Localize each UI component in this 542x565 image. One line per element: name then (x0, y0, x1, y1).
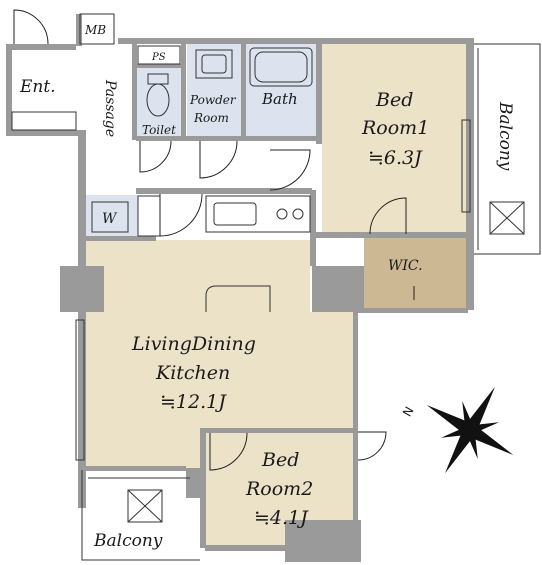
wall-wic-bottom (355, 308, 468, 313)
toilet-door[interactable] (139, 140, 172, 173)
washer-box (91, 201, 129, 233)
powder-sink (195, 49, 233, 79)
toilet-floor (136, 66, 182, 140)
wall-bath-left (241, 44, 246, 140)
label-powder-1: Powder (189, 93, 237, 107)
label-balcony-right: Balcony (495, 101, 515, 171)
wall-wet-bottom (136, 136, 322, 141)
wall-left (78, 130, 86, 508)
label-balcony-bottom: Balcony (93, 531, 163, 551)
label-bed1-2: Room1 (361, 117, 429, 139)
label-ldk-1: LivingDining (131, 333, 256, 355)
wall-ps-bottom (136, 64, 182, 68)
wall-toilet-right (181, 44, 186, 140)
window-bed1 (461, 119, 471, 213)
pillar-bottom-right (285, 520, 361, 562)
drain-right-x2 (489, 201, 525, 235)
balcony-right-outline (474, 43, 541, 255)
wic-door[interactable] (369, 197, 407, 235)
wall-entry-left (6, 50, 12, 134)
drain-bottom (127, 489, 163, 523)
labels: MB Ent. Shoes Box Passage PS Toilet Powd… (18, 23, 515, 551)
label-bath: Bath (261, 90, 298, 108)
bed2-balcony-door[interactable] (357, 431, 387, 461)
wall-bed1-left (316, 44, 322, 144)
drain-bottom-x2 (127, 489, 163, 523)
wall-bed2-bottom (205, 545, 287, 551)
wall-wic-top (314, 232, 468, 238)
wic-floor (364, 236, 466, 310)
stove-burner-1 (276, 208, 288, 220)
stove-burner-2 (292, 208, 304, 220)
fridge (137, 195, 161, 237)
balcony-bottom-outline (81, 470, 200, 561)
label-powder-2: Room (193, 111, 229, 125)
bathtub-inner (254, 51, 308, 83)
label-ps: PS (151, 52, 166, 63)
powder-basin (201, 54, 227, 74)
bedroom2-floor (205, 430, 355, 545)
kitchen-sink (213, 202, 257, 226)
bedroom1-floor (322, 44, 466, 234)
wall-bed1-left-lower (310, 190, 316, 266)
outlines (11, 13, 541, 561)
label-ldk-size: ≒12.1J (160, 391, 227, 413)
label-bed2-size: ≒4.1J (254, 507, 309, 529)
label-shoes-box: Shoes Box (18, 118, 65, 128)
wall-washer-bottom (86, 236, 156, 241)
wall-bed2-right (353, 432, 358, 522)
wall-entry-bottom (6, 130, 80, 136)
compass-rose (426, 386, 514, 474)
label-toilet: Toilet (142, 123, 176, 137)
pillar-left (60, 266, 104, 312)
wall-bed2-top (200, 428, 355, 433)
wall-top-left (6, 44, 76, 50)
label-bed1-1: Bed (375, 89, 413, 111)
kitchen-counter (205, 195, 311, 233)
bed1-door[interactable] (269, 149, 311, 191)
label-mb: MB (84, 23, 106, 37)
ldk-floor (86, 240, 355, 468)
kitchen-island (205, 285, 271, 312)
toilet-tank (147, 73, 169, 85)
pillar-bed2-left (186, 468, 206, 498)
entry-door[interactable] (13, 9, 49, 45)
label-washer: W (102, 211, 118, 227)
window-ldk-left (75, 319, 85, 461)
ps-box (137, 45, 181, 65)
label-bed1-size: ≒6.3J (368, 147, 423, 169)
wall-toilet-left (132, 44, 137, 140)
label-passage: Passage (102, 79, 118, 137)
bath-floor (245, 44, 318, 136)
wall-top (118, 38, 468, 44)
bathtub (249, 47, 313, 87)
label-bed2-2: Room2 (245, 478, 313, 500)
pillar-wic (312, 266, 364, 312)
compass-north-label: N (400, 404, 417, 419)
shoes-box-outline (11, 111, 77, 131)
powder-door[interactable] (199, 140, 238, 179)
drain-right (489, 201, 525, 235)
label-ent: Ent. (19, 77, 56, 97)
label-bed2-1: Bed (261, 449, 299, 471)
wall-ldk-right (353, 312, 358, 432)
label-ldk-2: Kitchen (155, 362, 230, 384)
wall-mb (76, 14, 82, 46)
label-wic: WIC. (388, 258, 423, 274)
bed2-door[interactable] (209, 432, 248, 471)
passage-door[interactable] (159, 193, 203, 237)
walls (6, 14, 474, 562)
wall-ldk-bottom (86, 466, 186, 471)
wall-kitchen-top (136, 188, 312, 194)
mb-box (79, 13, 115, 45)
doors (13, 9, 415, 471)
